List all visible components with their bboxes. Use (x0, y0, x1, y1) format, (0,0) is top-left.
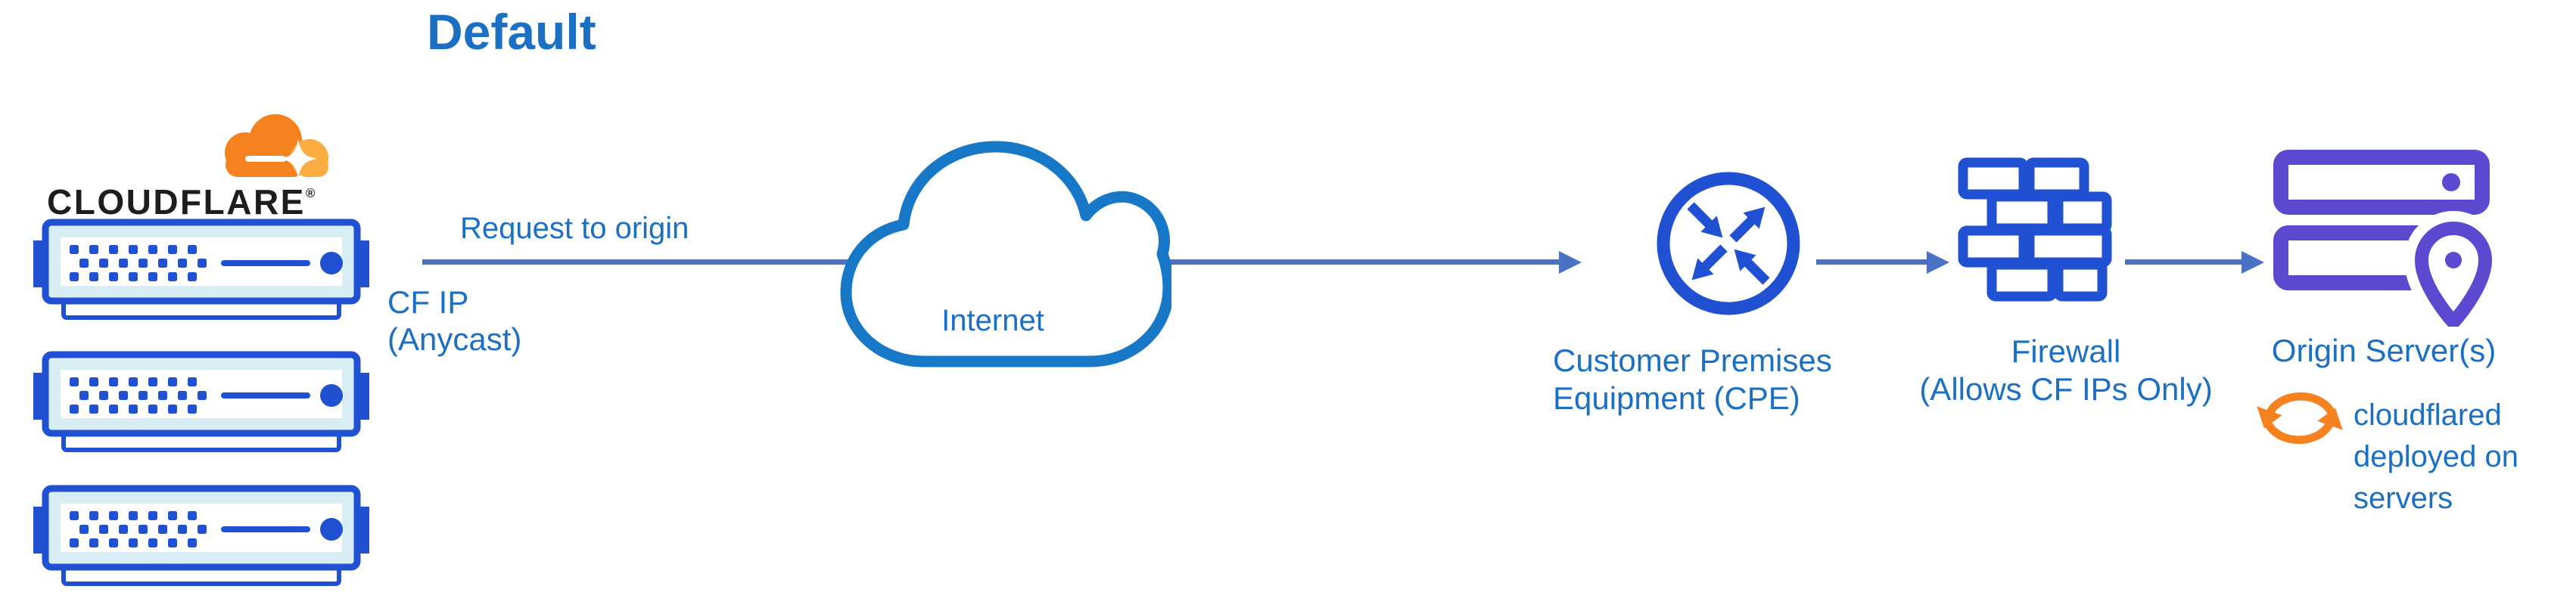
request-to-origin-label: Request to origin (460, 212, 689, 245)
cloudflared-sync (2255, 386, 2344, 451)
cloudflared-note: cloudflared deployed on servers (2354, 398, 2518, 515)
origin-servers (2273, 150, 2493, 327)
router-icon (1657, 172, 1800, 315)
server-dot-matrix (70, 377, 207, 414)
cpe-device (1653, 168, 1804, 319)
server-icon (33, 351, 369, 452)
cloudflare-cloud-icon (225, 114, 328, 178)
server-icon (33, 219, 369, 320)
arrowhead-icon (1559, 251, 1582, 274)
brick-wall-icon (1958, 157, 2112, 302)
cpe-label: Customer Premises Equipment (CPE) (1553, 343, 1832, 416)
location-pin-icon (2403, 211, 2493, 327)
arrowhead-icon (1927, 251, 1949, 274)
edge-server-3 (33, 484, 369, 587)
page-title: Default (427, 4, 596, 60)
server-dot-matrix (70, 245, 207, 281)
internet-label: Internet (941, 304, 1044, 337)
sync-arrows-icon (2257, 392, 2343, 445)
edge-server-1 (33, 218, 369, 321)
server-dot-matrix (70, 511, 207, 547)
origin-label: Origin Server(s) (2271, 333, 2497, 368)
cf-ip-anycast-label: CF IP (Anycast) (387, 284, 522, 357)
cloudflare-logo (191, 110, 334, 180)
edge-server-2 (33, 350, 369, 453)
arrowhead-icon (2242, 251, 2264, 274)
registered-mark: ® (305, 186, 316, 200)
firewall-device (1957, 157, 2113, 304)
flow-line-firewall-origin (2125, 259, 2242, 265)
server-icon (33, 485, 369, 586)
cloudflare-wordmark-text: CLOUDFLARE (47, 182, 306, 222)
internet-cloud (814, 109, 1171, 375)
cloudflare-wordmark: CLOUDFLARE® (47, 181, 315, 222)
flow-line-cpe-firewall (1816, 259, 1927, 265)
origin-servers-icon (2273, 150, 2493, 327)
internet-cloud-icon (840, 141, 1171, 367)
firewall-label: Firewall (Allows CF IPs Only) (1919, 333, 2213, 407)
